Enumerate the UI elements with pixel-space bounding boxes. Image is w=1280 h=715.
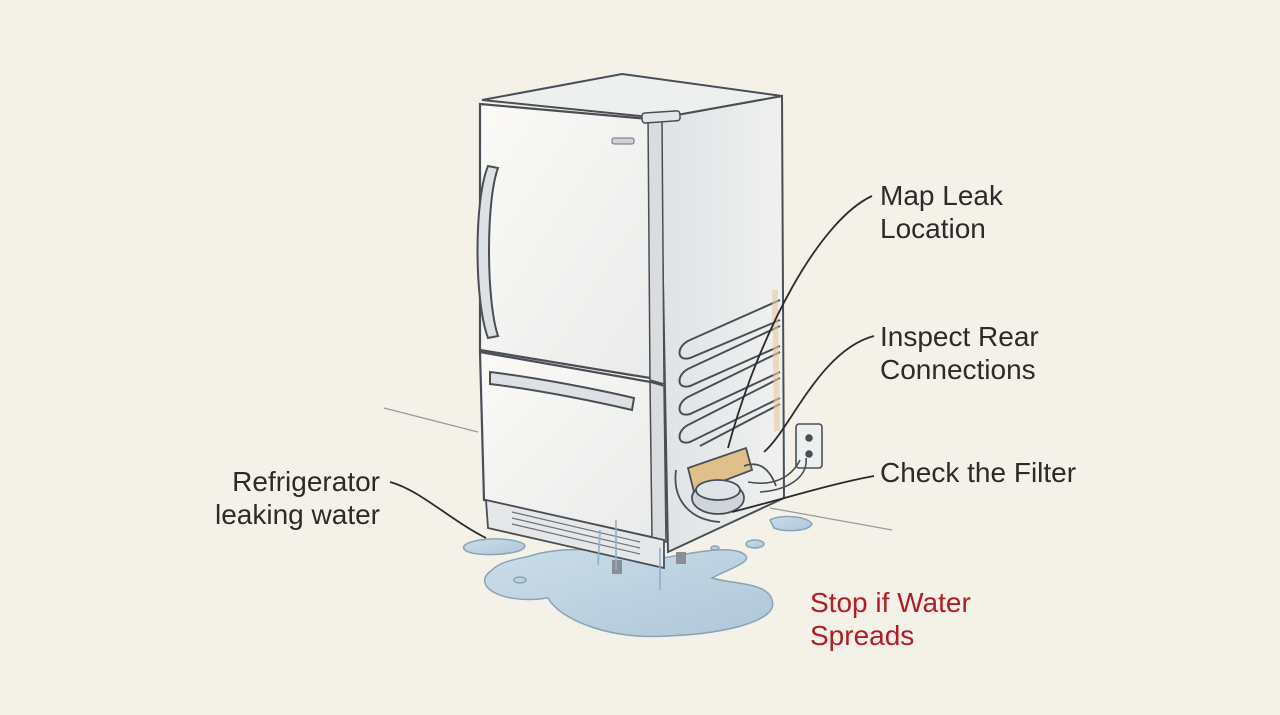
wall-outlet xyxy=(747,423,823,493)
label-inspect-rear-connections: Inspect Rear Connections xyxy=(880,320,1039,386)
label-stop-if-water-spreads: Stop if Water Spreads xyxy=(810,586,971,652)
map-leak-label-line2: Location xyxy=(880,213,986,244)
lower-drawer-handle xyxy=(489,370,636,412)
check-filter-label: Check the Filter xyxy=(880,457,1077,488)
map-leak-label-line1: Map Leak xyxy=(880,180,1003,211)
fridge-upper-door xyxy=(478,102,664,382)
inspect-rear-label-line1: Inspect Rear xyxy=(880,321,1039,352)
refrigerator-label-line1: Refrigerator xyxy=(232,466,380,497)
upper-door-handle xyxy=(476,164,500,340)
refrigerator-label-line2: leaking water xyxy=(215,499,380,530)
leader-inspect-rear xyxy=(763,335,875,453)
floor-lines xyxy=(383,407,893,531)
label-map-leak-location: Map Leak Location xyxy=(880,179,1003,245)
leader-map-leak xyxy=(727,195,873,449)
water-puddle xyxy=(462,515,813,638)
base-grille xyxy=(485,498,665,570)
condenser-coils xyxy=(678,299,781,447)
inspect-rear-label-line2: Connections xyxy=(880,354,1036,385)
compressor xyxy=(674,446,777,523)
label-refrigerator-leaking: Refrigerator leaking water xyxy=(200,465,380,531)
leader-refrigerator xyxy=(389,481,487,539)
stop-water-label-line1: Stop if Water xyxy=(810,587,971,618)
fridge-top xyxy=(481,72,783,120)
stop-water-label-line2: Spreads xyxy=(810,620,915,651)
callout-lines xyxy=(389,195,875,539)
label-check-the-filter: Check the Filter xyxy=(880,456,1076,489)
leader-check-filter xyxy=(731,475,875,513)
